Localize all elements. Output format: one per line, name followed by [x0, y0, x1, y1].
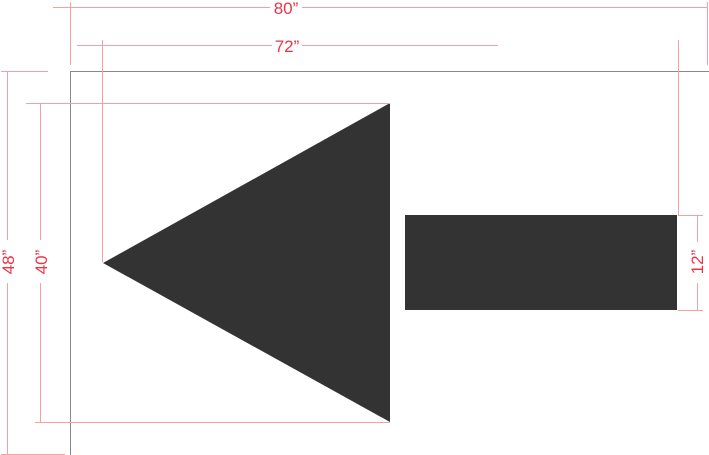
dimension-72	[77, 40, 679, 262]
dimension-12	[678, 215, 703, 311]
dimension-40	[26, 103, 390, 423]
label-12: 12”	[688, 249, 707, 274]
arrow-head	[103, 103, 390, 422]
label-48: 48”	[0, 249, 18, 274]
label-72: 72”	[275, 37, 300, 56]
stencil-border	[70, 71, 709, 455]
dimension-80	[53, 2, 708, 65]
label-80: 80”	[274, 0, 299, 18]
arrow-shaft	[405, 215, 677, 310]
label-40: 40”	[32, 249, 51, 274]
